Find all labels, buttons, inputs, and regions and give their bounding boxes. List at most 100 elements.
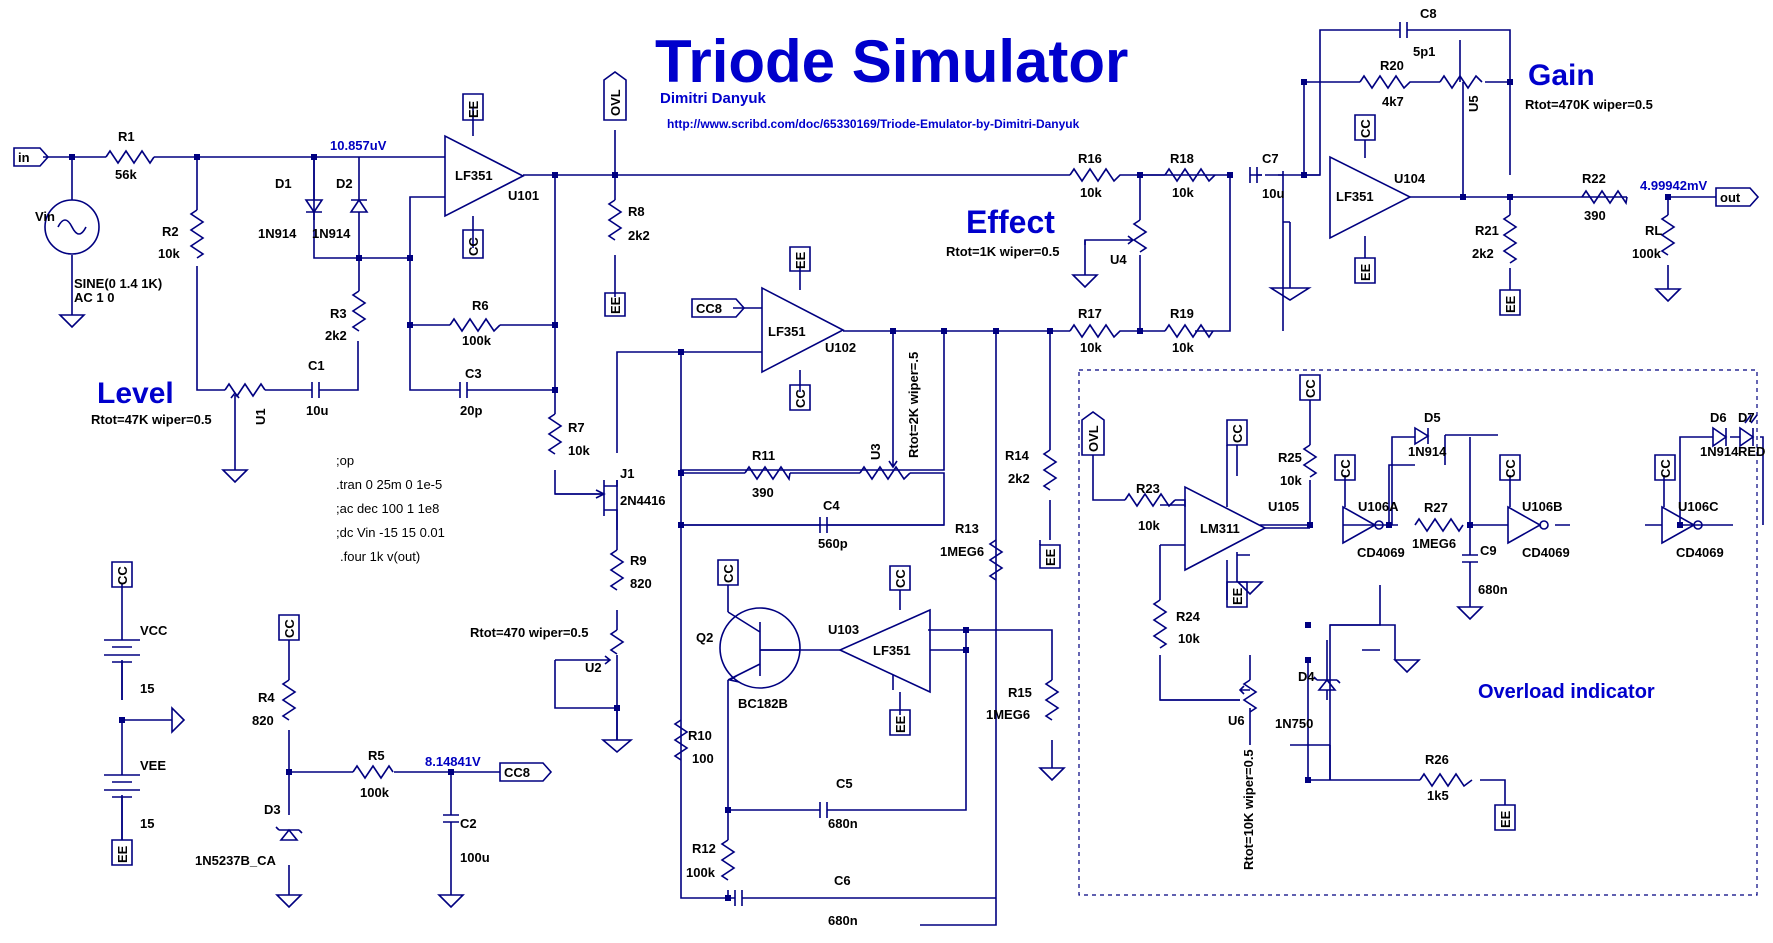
r27-value: 1MEG6 [1412,536,1456,551]
r14-value: 2k2 [1008,471,1030,486]
r23-name: R23 [1136,481,1160,496]
probe-value-output-node: 4.99942mV [1640,178,1708,193]
d1-value: 1N914 [258,226,297,241]
rail-ee-label: EE [793,251,808,269]
c2-name: C2 [460,816,477,831]
vin-spec1: SINE(0 1.4 1K) [74,276,162,291]
r14-name: R14 [1005,448,1030,463]
r22-value: 390 [1584,208,1606,223]
r13-name: R13 [955,521,979,536]
u103-name: U103 [828,622,859,637]
r21-name: R21 [1475,223,1499,238]
directive-line: ;ac dec 100 1 1e8 [336,501,439,516]
rail-cc-label: CC [793,389,808,408]
r19-name: R19 [1170,306,1194,321]
heading-effect: Effect [966,204,1055,240]
d6-value: 1N914 [1700,444,1739,459]
u4-name: U4 [1110,252,1127,267]
r1-name: R1 [118,129,135,144]
diode-symbols [275,157,1758,841]
r25-value: 10k [1280,473,1302,488]
r8-name: R8 [628,204,645,219]
r11-name: R11 [752,448,775,463]
r19-value: 10k [1172,340,1194,355]
r24-value: 10k [1178,631,1200,646]
source-url: http://www.scribd.com/doc/65330169/Triod… [667,117,1080,131]
r21-value: 2k2 [1472,246,1494,261]
c4-name: C4 [823,498,840,513]
junction-dots [69,79,1683,901]
c4-value: 560p [818,536,848,551]
r26-name: R26 [1425,752,1449,767]
r8-value: 2k2 [628,228,650,243]
rail-cc-label: CC [466,237,481,256]
rail-cc-label: CC [115,566,130,585]
r25-name: R25 [1278,450,1302,465]
port-flags [13,71,1760,866]
u1-param: Rtot=47K wiper=0.5 [91,412,212,427]
u106c-name: U106C [1678,499,1719,514]
j1-name: J1 [620,466,634,481]
c3-value: 20p [460,403,482,418]
rail-ee-label: EE [115,845,130,863]
r16-value: 10k [1080,185,1102,200]
heading-level: Level [97,377,174,410]
capacitor-symbols [311,22,1478,906]
r3-value: 2k2 [325,328,347,343]
r3-name: R3 [330,306,347,321]
d4-value: 1N750 [1275,716,1313,731]
rail-ee-label: EE [1043,548,1058,566]
c5-name: C5 [836,776,853,791]
r18-value: 10k [1172,185,1194,200]
r6-name: R6 [472,298,489,313]
r10-value: 100 [692,751,714,766]
rail-cc-label: CC [282,619,297,638]
r6-value: 100k [462,333,492,348]
r24-name: R24 [1176,609,1201,624]
port-in-label: in [18,150,30,165]
d1-name: D1 [275,176,292,191]
u3-name: U3 [868,443,883,460]
rail-cc-label: CC [1230,424,1245,443]
port-cc8-label: CC8 [696,301,722,316]
port-ovl-label: OVL [608,89,623,116]
r11-value: 390 [752,485,774,500]
r2-value: 10k [158,246,180,261]
r5-name: R5 [368,748,385,763]
r15-name: R15 [1008,685,1032,700]
r15-value: 1MEG6 [986,707,1030,722]
r12-name: R12 [692,841,716,856]
directive-line: ;op [336,453,354,468]
u2-name: U2 [585,660,602,675]
rail-cc-label: CC [1503,459,1518,478]
r20-value: 4k7 [1382,94,1404,109]
r18-name: R18 [1170,151,1194,166]
vee-value: 15 [140,816,154,831]
rail-cc-label: CC [1658,459,1673,478]
rail-ee-label: EE [893,715,908,733]
u101-value: LF351 [455,168,493,183]
c7-value: 10u [1262,186,1284,201]
c6-value: 680n [828,913,858,928]
r7-value: 10k [568,443,590,458]
u102-name: U102 [825,340,856,355]
directive-line: .four 1k v(out) [340,549,420,564]
rail-ee-label: EE [1230,587,1245,605]
author: Dimitri Danyuk [660,90,767,107]
d7-name: D7 [1738,410,1755,425]
source-symbols [44,199,140,840]
u105-name: U105 [1268,499,1299,514]
resistor-symbols [105,74,1676,881]
d6-name: D6 [1710,410,1727,425]
u104-value: LF351 [1336,189,1374,204]
rl-value: 100k [1632,246,1662,261]
rail-ee-label: EE [608,296,623,314]
d3-value: 1N5237B_CA [195,853,277,868]
r12-value: 100k [686,865,716,880]
rl-name: RL [1645,223,1662,238]
rail-cc-label: CC [721,564,736,583]
u5-param: Rtot=470K wiper=0.5 [1525,97,1653,112]
u6-name: U6 [1228,713,1245,728]
u105-value: LM311 [1200,521,1240,536]
component-labels: R1 56k R2 10k D1 1N914 D2 1N914 R3 2k2 C… [35,6,1765,928]
